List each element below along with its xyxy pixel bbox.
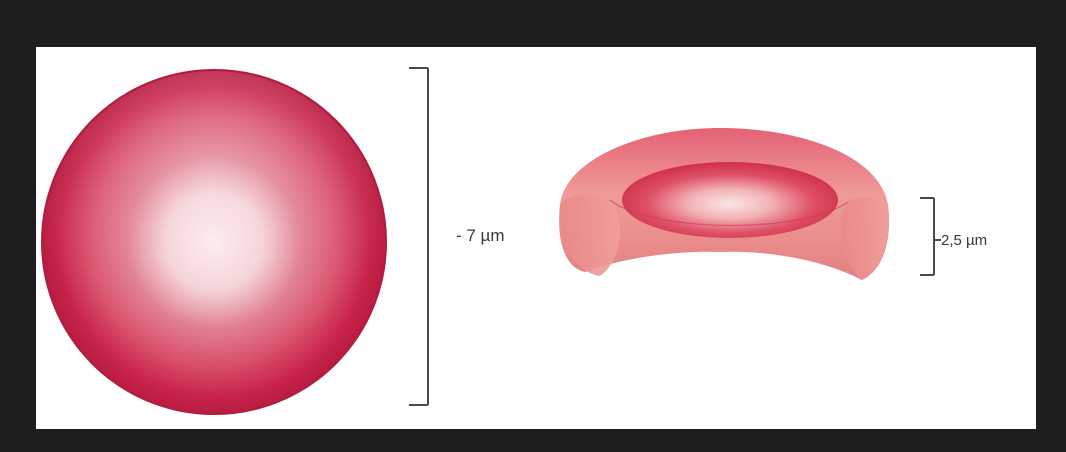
rbc-face-view	[42, 70, 386, 414]
thickness-label: 2,5 µm	[941, 232, 987, 249]
thickness-bracket	[920, 198, 941, 275]
rbc-side-view	[559, 128, 889, 280]
diameter-bracket	[409, 68, 428, 405]
diameter-label: - 7 µm	[456, 226, 505, 246]
